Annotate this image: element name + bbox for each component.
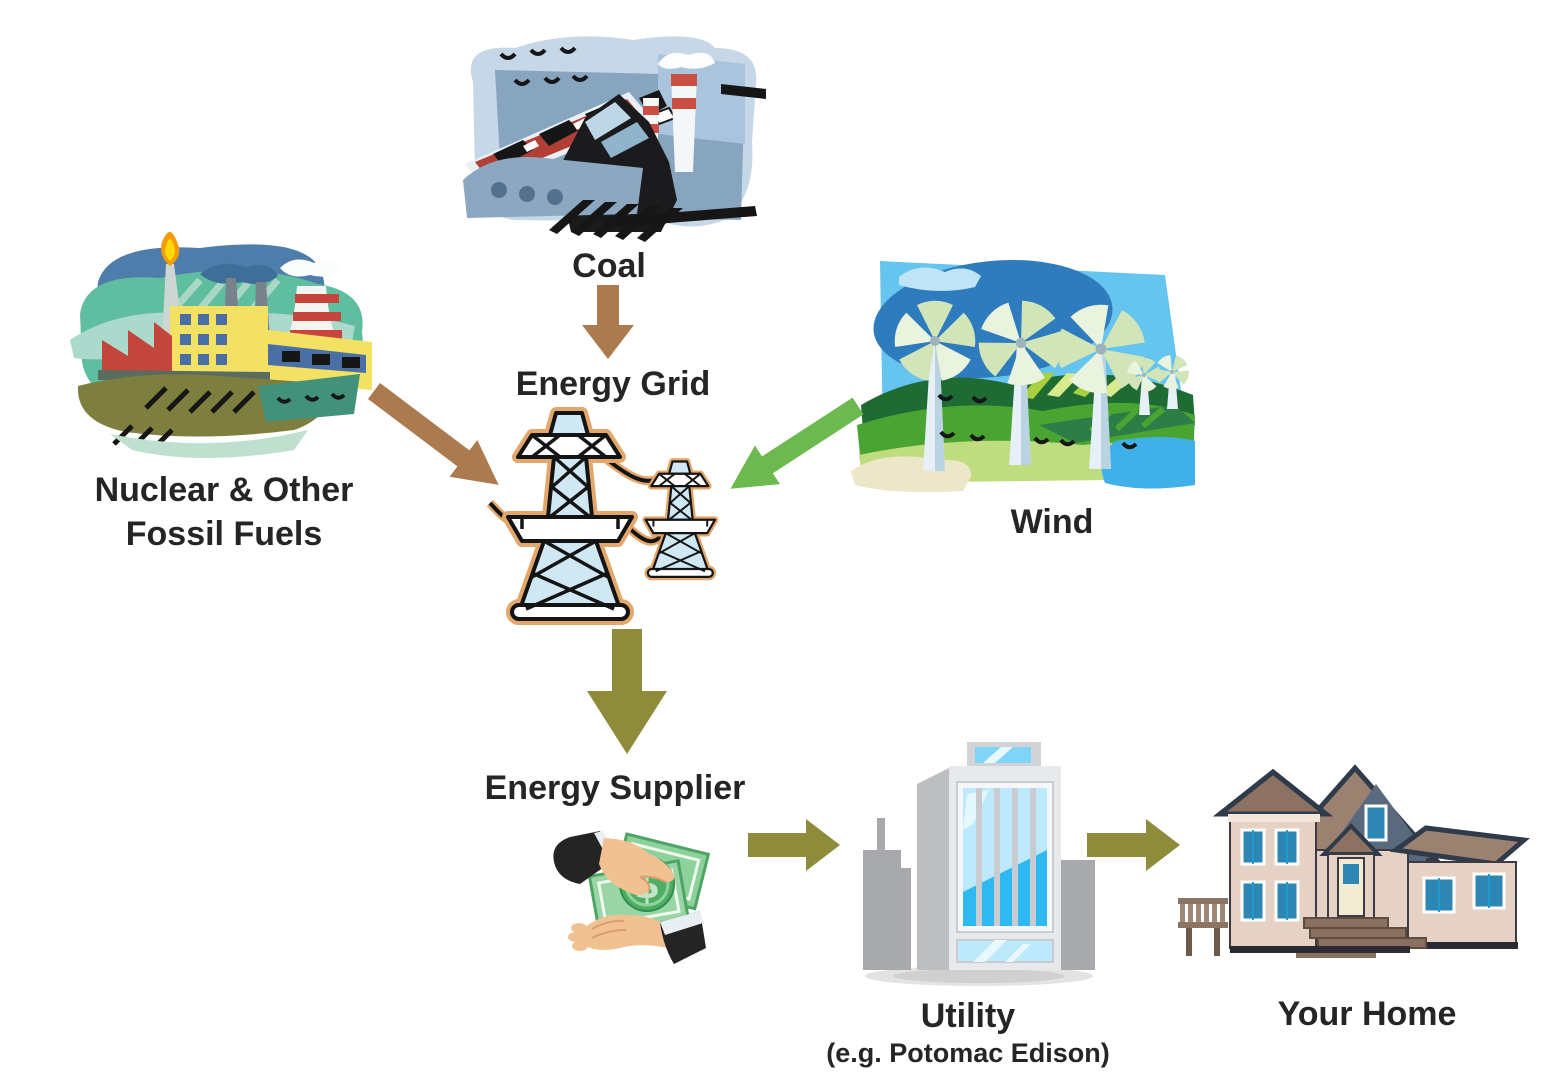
grazing-marks [937,393,1138,450]
arrow-nuclear-to-grid-shape [367,383,499,485]
energy-grid-label: Energy Grid [515,365,711,403]
utility-label-main: Utility [920,997,1016,1035]
your-home-label: Your Home [1277,995,1457,1033]
money-hands-illustration: $ [553,831,711,964]
wind-label: Wind [1010,503,1094,541]
nuclear-label-line1: Nuclear & Other [94,471,354,509]
wind-illustration [851,259,1197,493]
utility-building-illustration [863,742,1095,986]
arrow-supplier-to-utility [748,819,840,871]
arrow-supplier-to-utility-shape [748,819,840,871]
giving-hand [599,838,675,896]
nuclear-fossil-illustration [70,232,372,458]
arrow-grid-to-supplier-shape [587,629,667,754]
nuclear-label-line2: Fossil Fuels [125,515,323,553]
transmission-towers-illustration [486,405,730,637]
arrow-coal-to-grid-shape [582,285,634,359]
house-illustration [1178,764,1530,958]
arrow-wind-to-grid [730,397,864,489]
right-wing [1389,825,1530,949]
arrow-coal-to-grid [582,285,634,359]
birds [499,46,589,86]
deck [1178,898,1228,956]
arrow-nuclear-to-grid [367,383,499,485]
arrow-wind-to-grid-shape [730,397,864,489]
arrow-grid-to-supplier [587,629,667,754]
coal-label: Coal [572,247,646,285]
utility-label-sub: (e.g. Potomac Edison) [826,1038,1110,1068]
coal-illustration [463,36,766,242]
arrow-utility-to-home-shape [1087,819,1180,871]
arrow-utility-to-home [1087,819,1180,871]
bay-tower [1212,768,1334,949]
nuclear-label: Nuclear & Other Fossil Fuels [74,468,374,556]
utility-label: Utility (e.g. Potomac Edison) [818,996,1118,1070]
energy-supplier-label: Energy Supplier [484,769,746,807]
porch [1319,823,1383,921]
top-sleeve [553,831,614,884]
